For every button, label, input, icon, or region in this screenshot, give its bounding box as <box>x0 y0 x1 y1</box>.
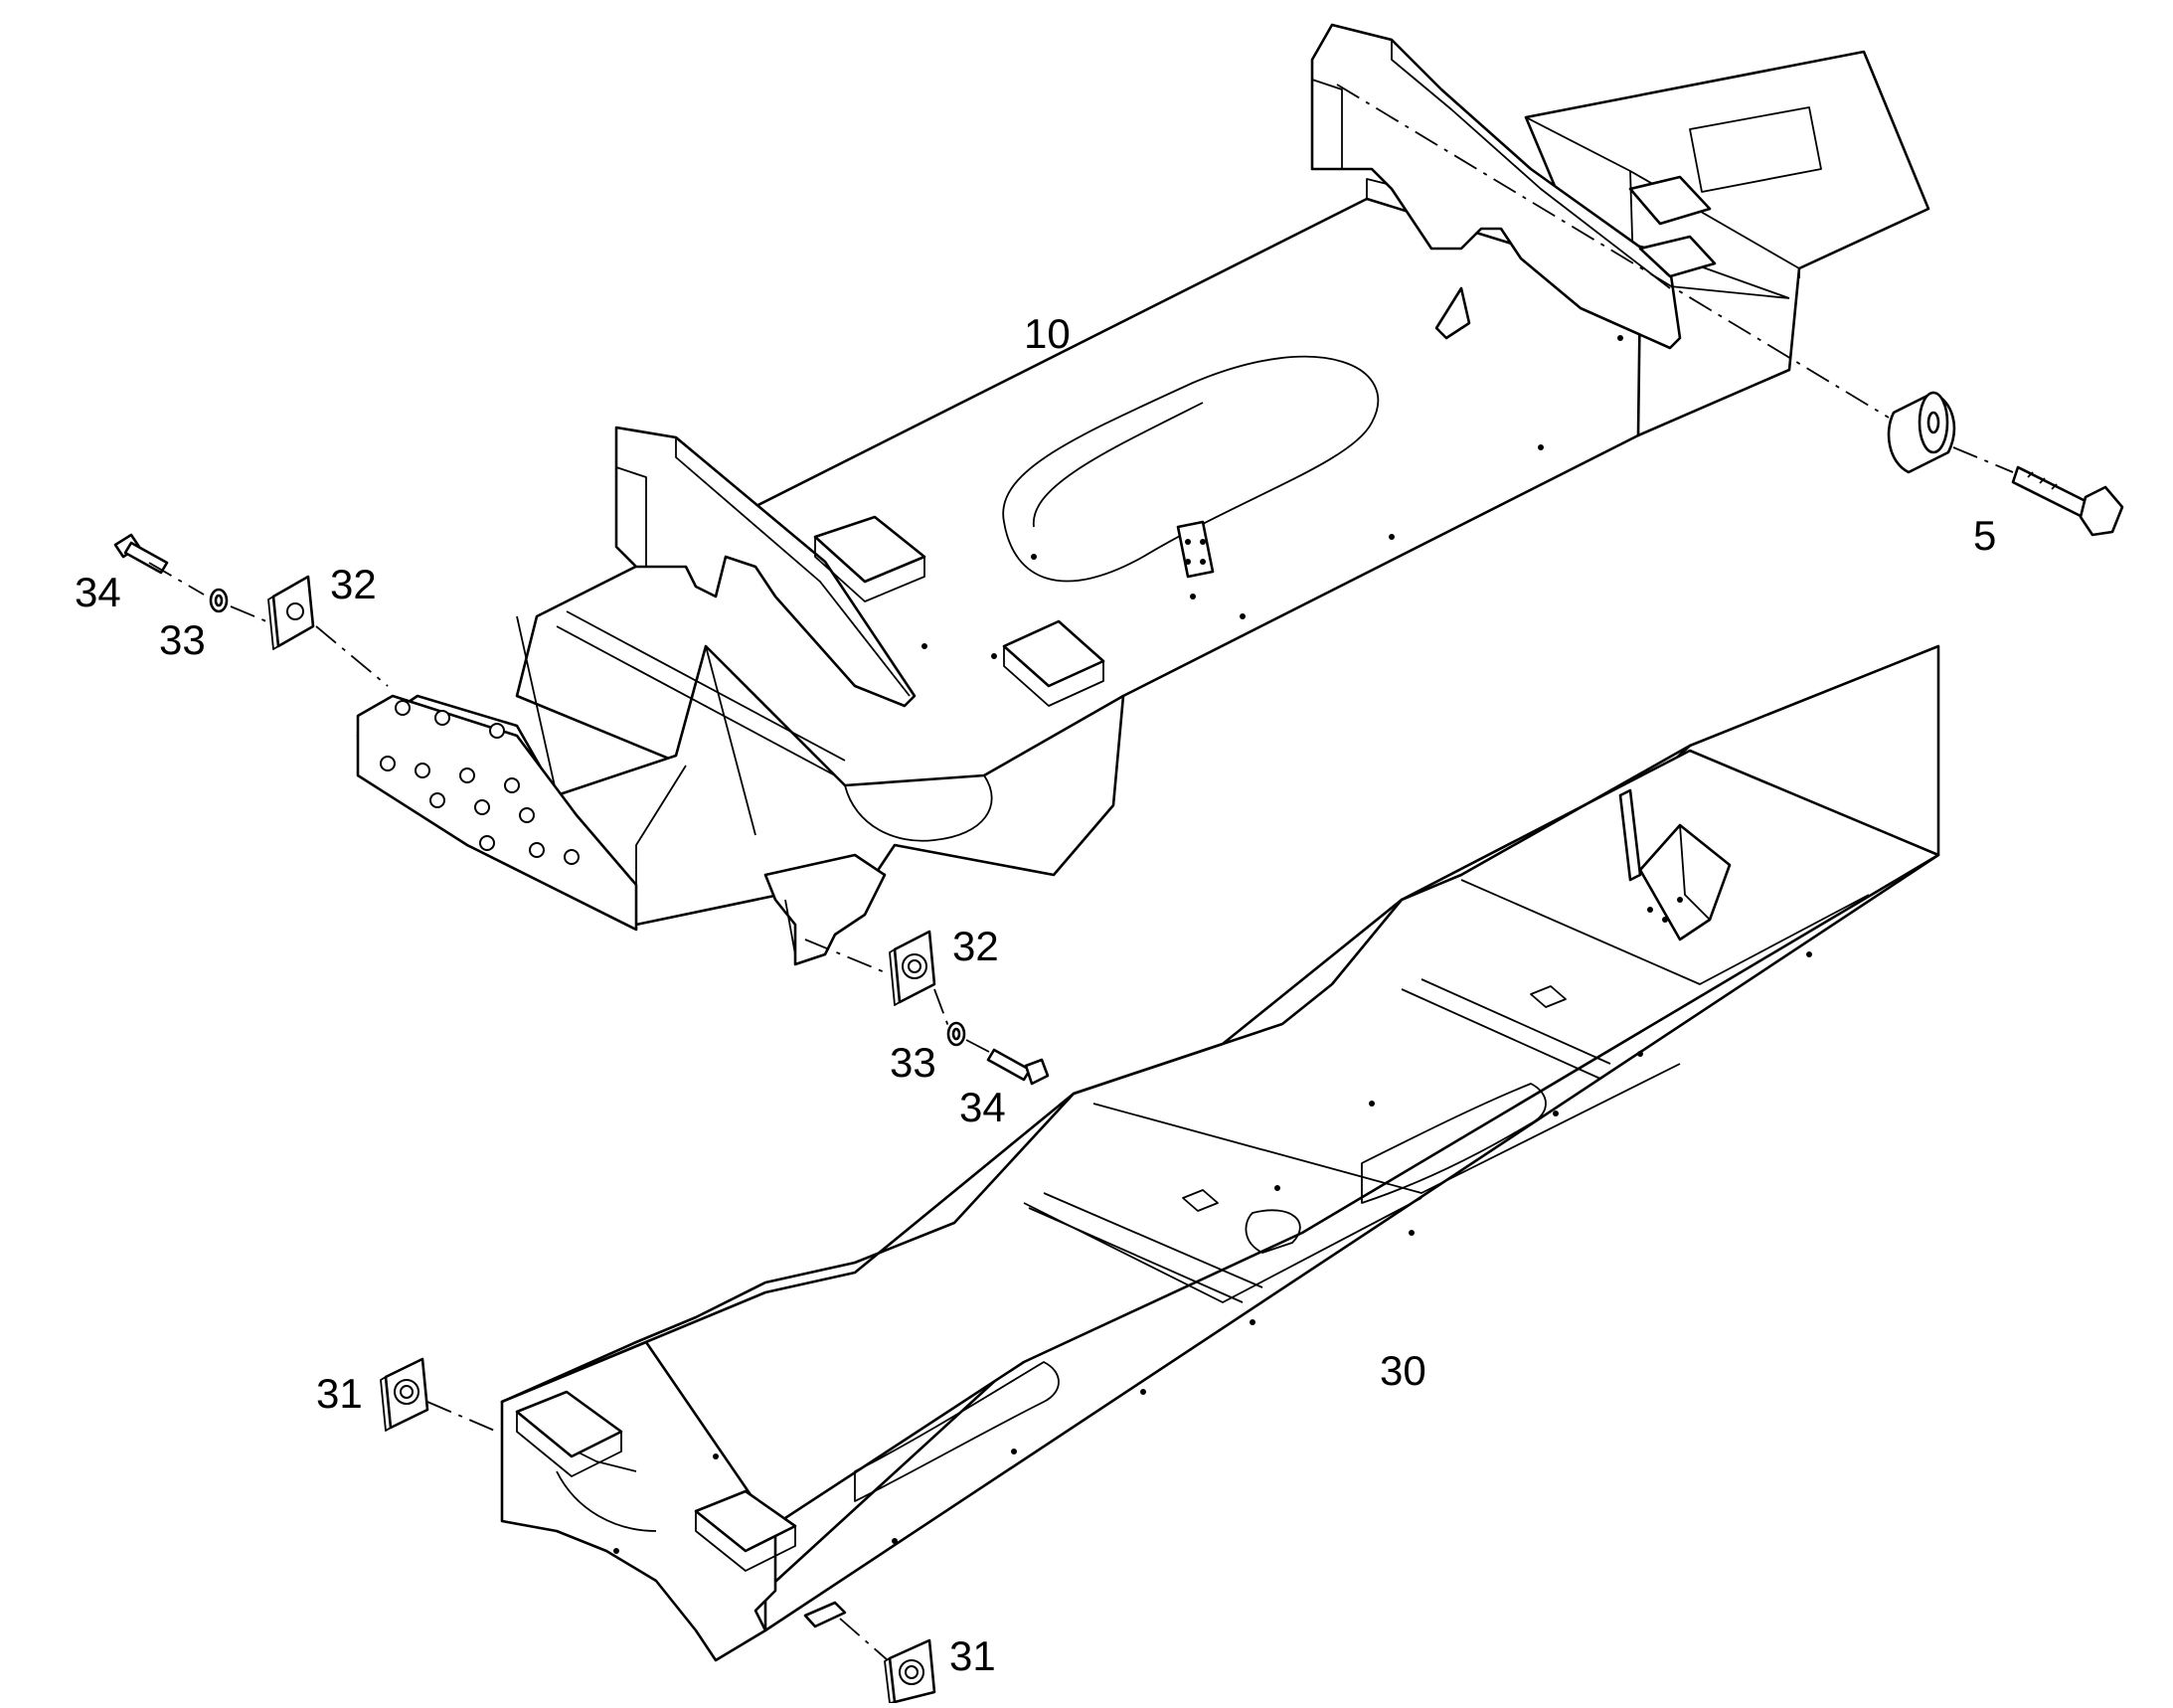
bolt-34-mid <box>986 1048 1050 1086</box>
lower-frame-part-30 <box>500 644 1940 1662</box>
bushing <box>1887 391 1956 474</box>
plate-31-left <box>380 1357 429 1432</box>
callout-34-mid: 34 <box>959 1084 1006 1130</box>
callout-10: 10 <box>1024 310 1071 357</box>
plate-32-top <box>267 575 315 650</box>
callout-32-top: 32 <box>330 561 377 607</box>
plate-32-mid <box>889 930 936 1006</box>
plate-31-bottom <box>884 1638 936 1704</box>
upper-frame-part-10 <box>356 23 1930 966</box>
washer-33-top <box>209 588 229 613</box>
callout-31-bottom: 31 <box>949 1632 996 1679</box>
callout-33-top: 33 <box>159 616 206 663</box>
bolt-5 <box>2011 465 2124 537</box>
washer-33-mid <box>946 1021 966 1047</box>
callout-32-mid: 32 <box>952 923 999 969</box>
callout-30: 30 <box>1380 1347 1426 1394</box>
bolt-34-top <box>113 533 169 575</box>
front-plate-holes <box>380 700 580 865</box>
assembly-center-lines <box>148 84 2014 1661</box>
callout-33-mid: 33 <box>890 1039 936 1086</box>
callout-34-top: 34 <box>75 569 121 615</box>
callout-5: 5 <box>1973 512 1996 559</box>
callout-31-left: 31 <box>316 1370 363 1417</box>
